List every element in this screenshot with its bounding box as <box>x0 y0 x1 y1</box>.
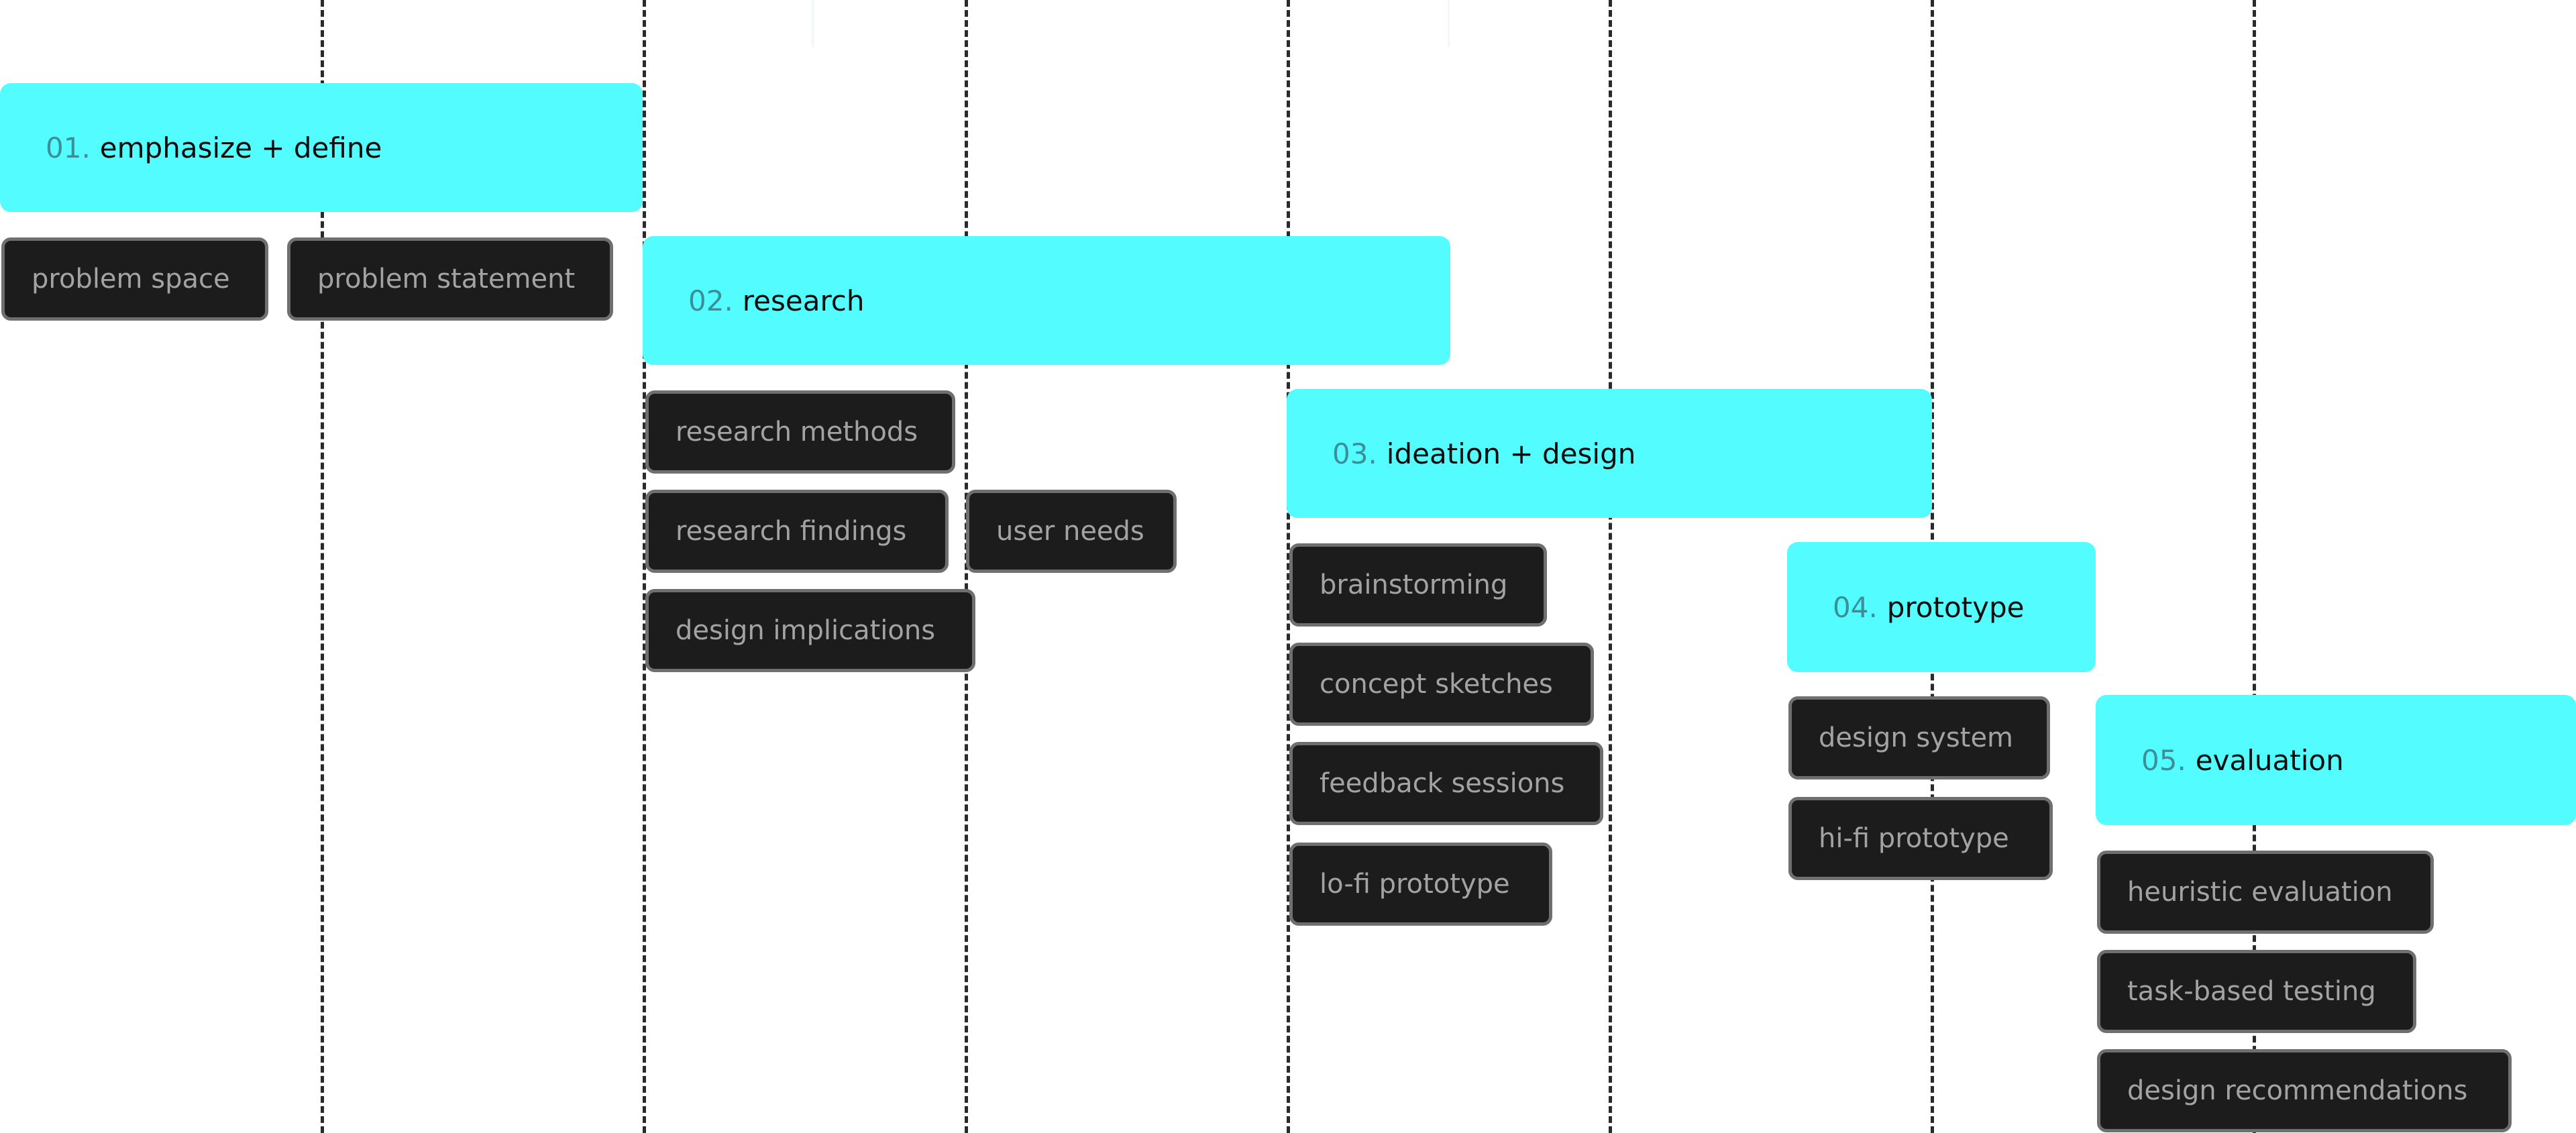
header-divider <box>1448 0 1450 47</box>
phase-research: 02. research <box>643 236 1450 365</box>
phase-number: 02. <box>688 284 733 317</box>
chip-label: brainstorming <box>1320 570 1508 600</box>
chip-label: heuristic evaluation <box>2127 877 2393 908</box>
phase-number: 05. <box>2141 743 2186 777</box>
timeline-gridline <box>643 0 646 1133</box>
phase-number: 01. <box>46 131 91 164</box>
phase-evaluation: 05. evaluation <box>2096 695 2576 825</box>
timeline-gridline <box>1609 0 1612 1133</box>
chip-label: task-based testing <box>2127 976 2376 1007</box>
phase-label: research <box>742 284 865 317</box>
chip-research-methods: research methods <box>645 390 955 474</box>
chip-feedback-sessions: feedback sessions <box>1289 742 1603 825</box>
timeline-gridline <box>321 0 324 1133</box>
phase-label: prototype <box>1886 590 2025 624</box>
chip-user-needs: user needs <box>966 490 1177 573</box>
chip-problem-statement: problem statement <box>287 237 613 321</box>
chip-label: problem statement <box>317 264 576 294</box>
header-divider <box>812 0 814 47</box>
chip-label: concept sketches <box>1320 669 1553 700</box>
chip-label: lo-fi prototype <box>1320 869 1510 900</box>
chip-problem-space: problem space <box>1 237 268 321</box>
chip-brainstorming: brainstorming <box>1289 543 1547 627</box>
chip-research-findings: research findings <box>645 490 949 573</box>
chip-label: research methods <box>676 417 918 447</box>
phase-label: ideation + design <box>1386 437 1636 470</box>
chip-heuristic-evaluation: heuristic evaluation <box>2097 851 2434 934</box>
phase-label: evaluation <box>2195 743 2344 777</box>
chip-label: user needs <box>996 516 1144 547</box>
chip-label: design system <box>1819 722 2014 753</box>
chip-lofi-prototype: lo-fi prototype <box>1289 843 1552 926</box>
timeline-gridline <box>1287 0 1290 1133</box>
chip-label: design recommendations <box>2127 1075 2468 1106</box>
chip-label: problem space <box>32 264 230 294</box>
chip-label: feedback sessions <box>1320 768 1565 799</box>
chip-label: design implications <box>676 615 936 646</box>
chip-hifi-prototype: hi-fi prototype <box>1788 797 2053 880</box>
phase-label: emphasize + define <box>99 131 382 164</box>
chip-design-system: design system <box>1788 696 2050 779</box>
chip-label: hi-fi prototype <box>1819 823 2009 854</box>
timeline-gridline <box>2253 0 2256 1133</box>
chip-concept-sketches: concept sketches <box>1289 643 1594 726</box>
phase-number: 04. <box>1833 590 1878 624</box>
phase-emphasize-define: 01. emphasize + define <box>0 83 643 212</box>
phase-prototype: 04. prototype <box>1787 542 2096 672</box>
chip-design-recommendations: design recommendations <box>2097 1049 2512 1132</box>
phase-number: 03. <box>1332 437 1377 470</box>
chip-label: research findings <box>676 516 907 547</box>
phase-ideation-design: 03. ideation + design <box>1287 389 1932 518</box>
chip-design-implications: design implications <box>645 589 975 672</box>
chip-task-based-testing: task-based testing <box>2097 950 2416 1033</box>
